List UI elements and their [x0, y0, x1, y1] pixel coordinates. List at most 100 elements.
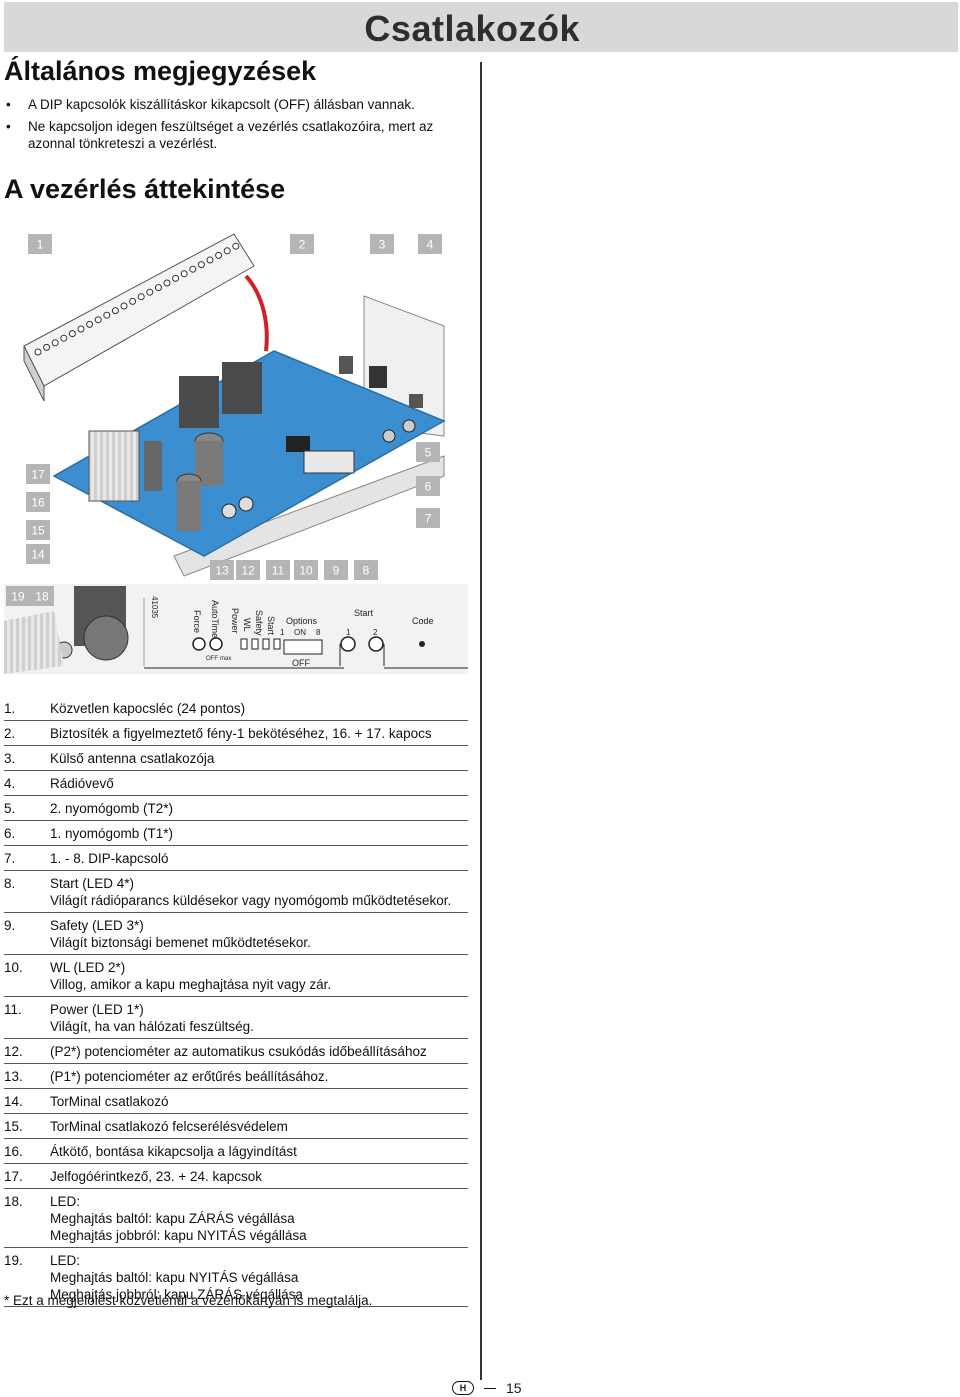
bullet-item: A DIP kapcsolók kiszállításkor kikapcsol… — [4, 96, 472, 113]
wl-label: WL — [242, 618, 252, 632]
callout-8: 8 — [354, 560, 378, 580]
list-item-text: TorMinal csatlakozó felcserélésvédelem — [50, 1118, 468, 1135]
list-item-number: 1. — [4, 701, 16, 716]
callout-9: 9 — [324, 560, 348, 580]
callout-13: 13 — [210, 560, 234, 580]
list-item: 8.Start (LED 4*)Világít rádióparancs kül… — [4, 871, 468, 913]
callout-number: 13 — [215, 564, 229, 578]
list-item-line: Külső antenna csatlakozója — [50, 751, 215, 766]
list-item-text: 1. - 8. DIP-kapcsoló — [50, 850, 468, 867]
terminal-strip — [23, 233, 255, 402]
list-item-line: Biztosíték a figyelmeztető fény-1 beköté… — [50, 726, 432, 741]
on-label: ON — [294, 628, 306, 637]
callout-number: 3 — [379, 238, 386, 252]
list-item: 15.TorMinal csatlakozó felcserélésvédele… — [4, 1114, 468, 1139]
terminal-screw — [154, 284, 162, 292]
list-item-number: 19. — [4, 1253, 23, 1268]
callout-16: 16 — [26, 492, 50, 512]
terminal-screw — [223, 247, 231, 255]
list-item-number: 12. — [4, 1044, 23, 1059]
callout-number: 15 — [31, 524, 45, 538]
list-item: 14. TorMinal csatlakozó — [4, 1089, 468, 1114]
callout-4: 4 — [418, 234, 442, 254]
general-notes-list: A DIP kapcsolók kiszállításkor kikapcsol… — [4, 96, 472, 157]
list-item-text: Külső antenna csatlakozója — [50, 750, 468, 767]
overview-heading: A vezérlés áttekintése — [4, 174, 286, 204]
callout-number: 14 — [31, 548, 45, 562]
list-item-line: Jelfogóérintkező, 23. + 24. kapcsok — [50, 1169, 263, 1184]
terminal-screw — [129, 297, 137, 305]
callout-11: 11 — [266, 560, 290, 580]
list-item: 4. Rádióvevő — [4, 771, 468, 796]
list-item-line: TorMinal csatlakozó — [50, 1094, 169, 1109]
list-item-number: 17. — [4, 1169, 23, 1184]
list-item-line: LED: — [50, 1194, 81, 1209]
list-item-number: 6. — [4, 826, 16, 841]
callout-number: 7 — [425, 512, 432, 526]
list-item-line: Power (LED 1*) — [50, 1002, 144, 1017]
callout-7: 7 — [416, 508, 440, 528]
terminal-screw — [111, 307, 119, 315]
callout-2: 2 — [290, 234, 314, 254]
list-item-text: WL (LED 2*)Villog, amikor a kapu meghajt… — [50, 959, 468, 993]
control-panel: 41035 Force AutoTime Power WL Safety Sta… — [4, 584, 468, 674]
bullet-item: Ne kapcsoljon idegen feszültséget a vezé… — [4, 118, 472, 152]
list-item-number: 14. — [4, 1094, 23, 1109]
terminal-screw — [34, 348, 42, 356]
autotime-label: AutoTime — [210, 600, 220, 638]
option-8-label: 8 — [316, 628, 321, 637]
list-item-text: Átkötő, bontása kikapcsolja a lágyindítá… — [50, 1143, 468, 1160]
terminal-screw — [206, 256, 214, 264]
list-item-text: Start (LED 4*)Világít rádióparancs küldé… — [50, 875, 468, 909]
code-label: Code — [412, 616, 434, 626]
list-item-line: (P1*) potenciométer az erőtűrés beállítá… — [50, 1069, 329, 1084]
dip-off-label: OFF — [292, 658, 310, 668]
start-button-label: Start — [354, 608, 374, 618]
language-badge: H — [452, 1381, 474, 1395]
list-item-line: Világít, ha van hálózati feszültség. — [50, 1019, 254, 1034]
callout-number: 1 — [37, 238, 44, 252]
list-item-text: Jelfogóérintkező, 23. + 24. kapcsok — [50, 1168, 468, 1185]
pot-max-label: max — [220, 656, 231, 662]
page-footer: H 15 — [452, 1380, 522, 1396]
callout-5: 5 — [416, 442, 440, 462]
general-notes-heading: Általános megjegyzések — [4, 56, 317, 86]
callout-3: 3 — [370, 234, 394, 254]
terminal-screw — [77, 325, 85, 333]
list-item-number: 4. — [4, 776, 16, 791]
list-item: 9.Safety (LED 3*)Világít biztonsági beme… — [4, 913, 468, 955]
column-divider — [480, 62, 482, 1380]
terminal-screw — [180, 270, 188, 278]
list-item-line: Átkötő, bontása kikapcsolja a lágyindítá… — [50, 1144, 297, 1159]
list-item-line: (P2*) potenciométer az automatikus csukó… — [50, 1044, 427, 1059]
component-list: 1.Közvetlen kapocsléc (24 pontos)2.Bizto… — [4, 696, 468, 1307]
list-item-line: LED: — [50, 1253, 81, 1268]
list-item-text: Power (LED 1*) Világít, ha van hálózati f… — [50, 1001, 468, 1035]
list-item-line: 1. nyomógomb (T1*) — [50, 826, 174, 841]
list-item-text: Rádióvevő — [50, 775, 468, 792]
terminal-screw — [197, 261, 205, 269]
callout-number: 6 — [425, 480, 432, 494]
model-label: 41035 — [150, 596, 159, 619]
list-item: 12. (P2*) potenciométer az automatikus cs… — [4, 1039, 468, 1064]
terminal-screw — [146, 288, 154, 296]
button-1-label: 1 — [346, 628, 351, 637]
callout-18: 18 — [30, 586, 54, 606]
terminal-screw — [60, 334, 68, 342]
terminal-screw — [86, 320, 94, 328]
list-item-number: 3. — [4, 751, 16, 766]
list-item-line: Villog, amikor a kapu meghajtása nyit va… — [50, 977, 332, 992]
list-item-text: LED:Meghajtás baltól: kapu NYITÁS végáll… — [50, 1252, 468, 1303]
list-item: 10.WL (LED 2*)Villog, amikor a kapu megh… — [4, 955, 468, 997]
callout-number: 16 — [31, 496, 45, 510]
page-number: 15 — [506, 1380, 522, 1396]
start-led-label: Start — [266, 616, 276, 636]
list-item-text: Safety (LED 3*)Világít biztonsági bemene… — [50, 917, 468, 951]
list-item: 13. (P1*) potenciométer az erőtűrés beáll… — [4, 1064, 468, 1089]
callout-number: 10 — [299, 564, 313, 578]
callout-12: 12 — [236, 560, 260, 580]
callout-number: 8 — [363, 564, 370, 578]
list-item-number: 13. — [4, 1069, 23, 1084]
list-item-number: 18. — [4, 1194, 23, 1209]
